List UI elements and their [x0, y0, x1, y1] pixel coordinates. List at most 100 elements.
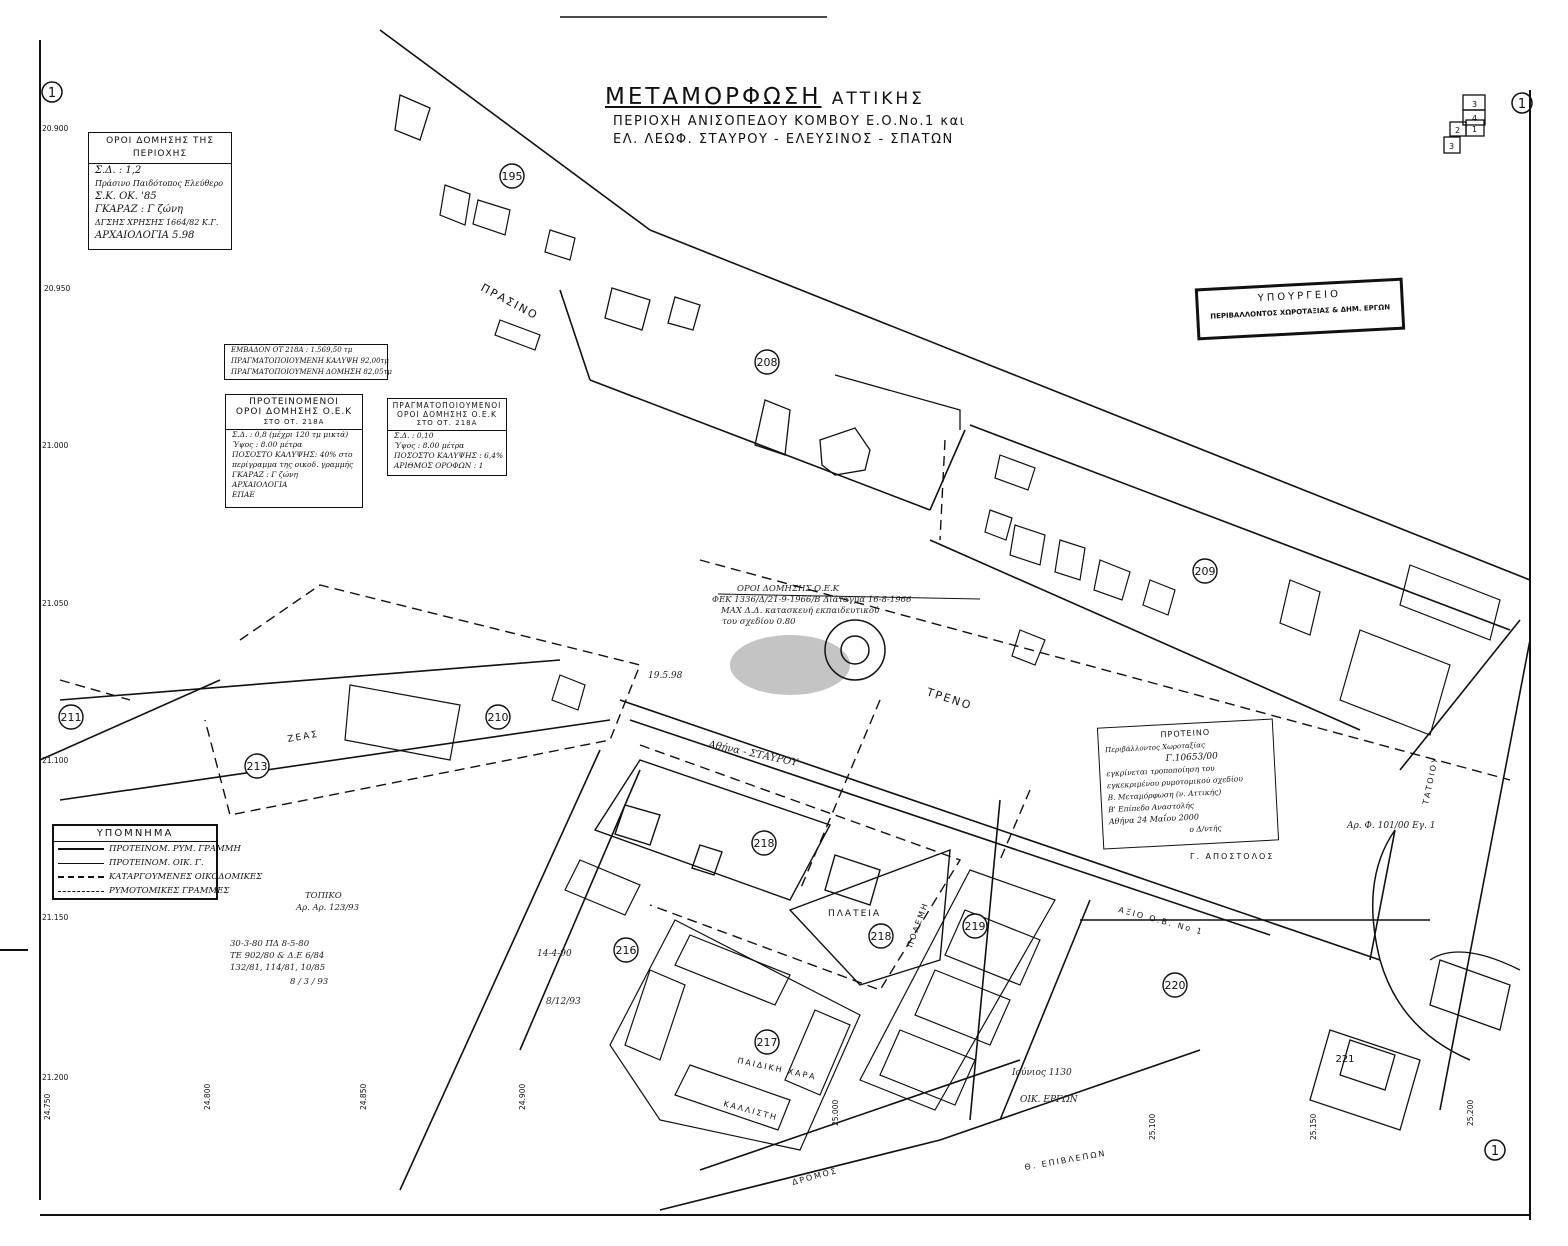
- local-note-line-2: Αρ. Αρ. 123/93: [295, 903, 359, 913]
- key-map-cell-5: 3: [1449, 142, 1454, 151]
- scanner-smudge: [730, 635, 850, 695]
- key-map-cell-2: 4: [1472, 114, 1477, 123]
- block-label-220: 220: [1165, 979, 1186, 992]
- block-label-221: 221: [1335, 1054, 1354, 1065]
- ministry-stamp: ΥΠΟΥΡΓΕΙΟ ΠΕΡΙΒΑΛΛΟΝΤΟΣ ΧΩΡΟΤΑΞΙΑΣ & ΔΗΜ…: [1194, 277, 1406, 341]
- block-label-219: 219: [965, 920, 986, 933]
- key-map-cell-1: 3: [1472, 100, 1477, 109]
- legend-label-2: ΠΡΟΤΕΙΝΟΜ. ΟΙΚ. Γ.: [109, 858, 204, 868]
- proposed-line-5: ΓΚΑΡΑΖ : Γ ζώνη: [232, 470, 299, 479]
- realized-terms-box: ΠΡΑΓΜΑΤΟΠΟΙΟΥΜΕΝΟΙ ΟΡΟΙ ΔΟΜΗΣΗΣ Ο.Ε.Κ ΣΤ…: [387, 398, 507, 476]
- proposed-header-1: ΠΡΟΤΕΙΝΟΜΕΝΟΙ: [249, 397, 339, 407]
- proposed-terms-header: ΠΡΟΤΕΙΝΟΜΕΝΟΙ ΟΡΟΙ ΔΟΜΗΣΗΣ Ο.Ε.Κ ΣΤΟ ΟΤ.…: [226, 395, 362, 430]
- area-terms-line-4: ΓΚΑΡΑΖ : Γ ζώνη: [95, 204, 184, 215]
- area-box-line-1: ΕΜΒΑΔΟΝ ΟΤ 218Α : 1.569,50 τμ: [231, 346, 353, 354]
- block-label-216: 216: [616, 944, 637, 957]
- realized-line-3: ΠΟΣΟΣΤΟ ΚΑΛΥΨΗΣ : 6,4%: [394, 451, 504, 460]
- area-box: ΕΜΒΑΔΟΝ ΟΤ 218Α : 1.569,50 τμ ΠΡΑΓΜΑΤΟΠΟ…: [224, 344, 392, 380]
- street-label-zeas: ΖΕΑΣ: [287, 730, 320, 745]
- legend-label-1: ΠΡΟΤΕΙΝΟΜ. ΡΥΜ. ΓΡΑΜΜΗ: [109, 844, 241, 854]
- grid-label-left-6: 21.150: [42, 913, 68, 922]
- grid-label-bottom-5: 25.000: [831, 1100, 840, 1126]
- grid-label-bottom-4: 24.900: [518, 1084, 527, 1110]
- block-218: [593, 759, 951, 986]
- block-label-218-b: 218: [871, 930, 892, 943]
- map-title: ΜΕΤΑΜΟΡΦΩΣΗ ΑΤΤΙΚΗΣ: [605, 84, 925, 110]
- round-seal: [824, 619, 886, 681]
- proposed-line-7: ΕΠΑΕ: [232, 490, 255, 499]
- legend-item-2: ΠΡΟΤΕΙΝΟΜ. ΟΙΚ. Γ.: [54, 856, 216, 870]
- grid-label-bottom-6: 25.100: [1148, 1114, 1157, 1140]
- block-label-213: 213: [247, 760, 268, 773]
- realized-line-1: Σ.Δ. : 0,10: [394, 431, 434, 440]
- realized-header-3: ΣΤΟ ΟΤ. 218Α: [416, 419, 478, 427]
- sheet-markers: [41, 81, 1533, 1161]
- legend-item-1: ΠΡΟΤΕΙΝΟΜ. ΡΥΜ. ΓΡΑΜΜΗ: [54, 842, 241, 856]
- center-note-line-3: ΜΑΧ Δ.Δ. κατασκευή εκπαιδευτικού: [720, 605, 879, 616]
- block-circles: [58, 163, 1218, 1055]
- area-terms-box: ΟΡΟΙ ΔΟΜΗΣΗΣ ΤΗΣ ΠΕΡΙΟΧΗΣ Σ.Δ. : 1,2 Πρά…: [88, 132, 232, 250]
- realized-header-2: ΟΡΟΙ ΔΟΜΗΣΗΣ Ο.Ε.Κ: [397, 410, 497, 419]
- sheet-marker-left: 1: [48, 86, 56, 101]
- grid-label-left-5: 21.100: [42, 756, 68, 765]
- key-map: [1443, 94, 1486, 154]
- street-label-polemi: ΠΟΛΕΜΗ: [905, 901, 930, 949]
- grid-label-bottom-3: 24.850: [359, 1084, 368, 1110]
- roundabout-inner: [1429, 951, 1521, 971]
- local-note-line-5: 132/81, 114/81, 10/85: [230, 963, 325, 973]
- proposed-header-3: ΣΤΟ ΟΤ. 218Α: [263, 418, 325, 426]
- proposed-header-2: ΟΡΟΙ ΔΟΜΗΣΗΣ Ο.Ε.Κ: [235, 407, 353, 417]
- block-label-195: 195: [502, 170, 523, 183]
- key-map-cell-4: 1: [1472, 125, 1477, 134]
- title-subtitle-1: ΠΕΡΙΟΧΗ ΑΝΙΣΟΠΕΔΟΥ ΚΟΜΒΟΥ Ε.Ο.Νο.1 και: [613, 114, 966, 129]
- realized-terms-header: ΠΡΑΓΜΑΤΟΠΟΙΟΥΜΕΝΟΙ ΟΡΟΙ ΔΟΜΗΣΗΣ Ο.Ε.Κ ΣΤ…: [388, 399, 506, 431]
- local-note-line-3: 30-3-80 ΠΔ 8-5-80: [230, 939, 310, 949]
- dashed-lines: [59, 439, 1511, 991]
- area-terms-line-3: Σ.Κ. ΟΚ. '85: [95, 191, 157, 202]
- reference-note: Αρ. Φ. 101/00 Εγ. 1: [1346, 821, 1436, 831]
- grid-label-bottom-7: 25.150: [1309, 1114, 1318, 1140]
- street-label-kalliste: ΚΑΛΛΙΣΤΗ: [722, 1099, 778, 1122]
- local-note-line-4: ΤΕ 902/80 & Δ.Ε 6/84: [230, 951, 324, 961]
- street-edges: [39, 29, 1531, 1211]
- area-box-line-2: ΠΡΑΓΜΑΤΟΠΟΙΟΥΜΕΝΗ ΚΑΛΥΨΗ 92,00τμ: [231, 357, 389, 365]
- legend-label-4: ΡΥΜΟΤΟΜΙΚΕΣ ΓΡΑΜΜΕΣ: [109, 886, 230, 896]
- legend-swatch-solid: [58, 848, 104, 850]
- legend-swatch-dashed-2: [58, 890, 104, 892]
- realized-header-1: ΠΡΑΓΜΑΤΟΠΟΙΟΥΜΕΝΟΙ: [392, 401, 502, 410]
- grid-label-bottom-2: 24.800: [203, 1084, 212, 1110]
- block-209-buildings: [984, 454, 1501, 736]
- grid-label-left-7: 21.200: [42, 1073, 68, 1082]
- proposed-line-1: Σ.Δ. : 0,8 (μέχρι 120 τμ μικτά): [232, 430, 349, 439]
- block-label-209: 209: [1195, 565, 1216, 578]
- sheet-marker-bottom: 1: [1491, 1144, 1499, 1159]
- street-label-aksia: ΑΞΙΟ Ο.Β. Νο 1: [1117, 905, 1204, 936]
- proposed-line-6: ΑΡΧΑΙΟΛΟΓΙΑ: [232, 480, 288, 489]
- legend-label-3: ΚΑΤΑΡΓΟΥΜΕΝΕΣ ΟΙΚΟΔΟΜΙΚΕΣ: [109, 872, 263, 882]
- grid-label-bottom-8: 25.200: [1466, 1100, 1475, 1126]
- date-note-2: 14-4-90: [537, 949, 572, 959]
- date-note-5: ΟΙΚ. ΕΡΓΩΝ: [1020, 1095, 1079, 1105]
- block-208-parcel: [394, 94, 961, 476]
- block-221: [1309, 959, 1511, 1131]
- area-terms-line-6: ΑΡΧΑΙΟΛΟΓΙΑ 5.98: [95, 230, 195, 241]
- center-note-line-2: ΦΕΚ 1336/Δ/21-9-1966/Β Διάταγμα 16-8-196…: [712, 594, 912, 605]
- grid-label-left-1: 20.900: [42, 124, 68, 133]
- grid-label-left-2: 20.950: [44, 284, 70, 293]
- proposed-line-4: περίγραμμα της οικοδ. γραμμής: [232, 460, 354, 469]
- title-region: ΑΤΤΙΚΗΣ: [831, 89, 925, 109]
- street-label-paidiki-hara: ΠΑΙΔΙΚΗ ΧΑΡΑ: [737, 1056, 818, 1082]
- street-label-athina-stavrou: Αθήνα - ΣΤΑΥΡΟΥ: [706, 739, 800, 769]
- date-note-4: Ιούνιος 1130: [1011, 1067, 1072, 1078]
- legend-swatch-thin: [58, 862, 104, 864]
- roundabout-curve: [1372, 829, 1471, 1061]
- street-label-tatoiou: ΤΑΤΟΙΟΥ: [1421, 756, 1440, 807]
- title-subtitle-2: ΕΛ. ΛΕΩΦ. ΣΤΑΥΡΟΥ - ΕΛΕΥΣΙΝΟΣ - ΣΠΑΤΩΝ: [613, 132, 954, 147]
- approval-note: ΠΡΟΤΕΙΝΟ Περιβάλλοντος Χωροταξίας Γ.1065…: [1096, 718, 1280, 850]
- legend: ΥΠΟΜΝΗΜΑ ΠΡΟΤΕΙΝΟΜ. ΡΥΜ. ΓΡΑΜΜΗ ΠΡΟΤΕΙΝΟ…: [52, 824, 262, 900]
- legend-item-3: ΚΑΤΑΡΓΟΥΜΕΝΕΣ ΟΙΚΟΔΟΜΙΚΕΣ: [54, 870, 262, 884]
- local-note-line-6: 8 / 3 / 93: [290, 977, 328, 987]
- center-note-rule: [717, 593, 981, 600]
- block-label-210: 210: [488, 711, 509, 724]
- date-note-1: 19.5.98: [648, 671, 683, 681]
